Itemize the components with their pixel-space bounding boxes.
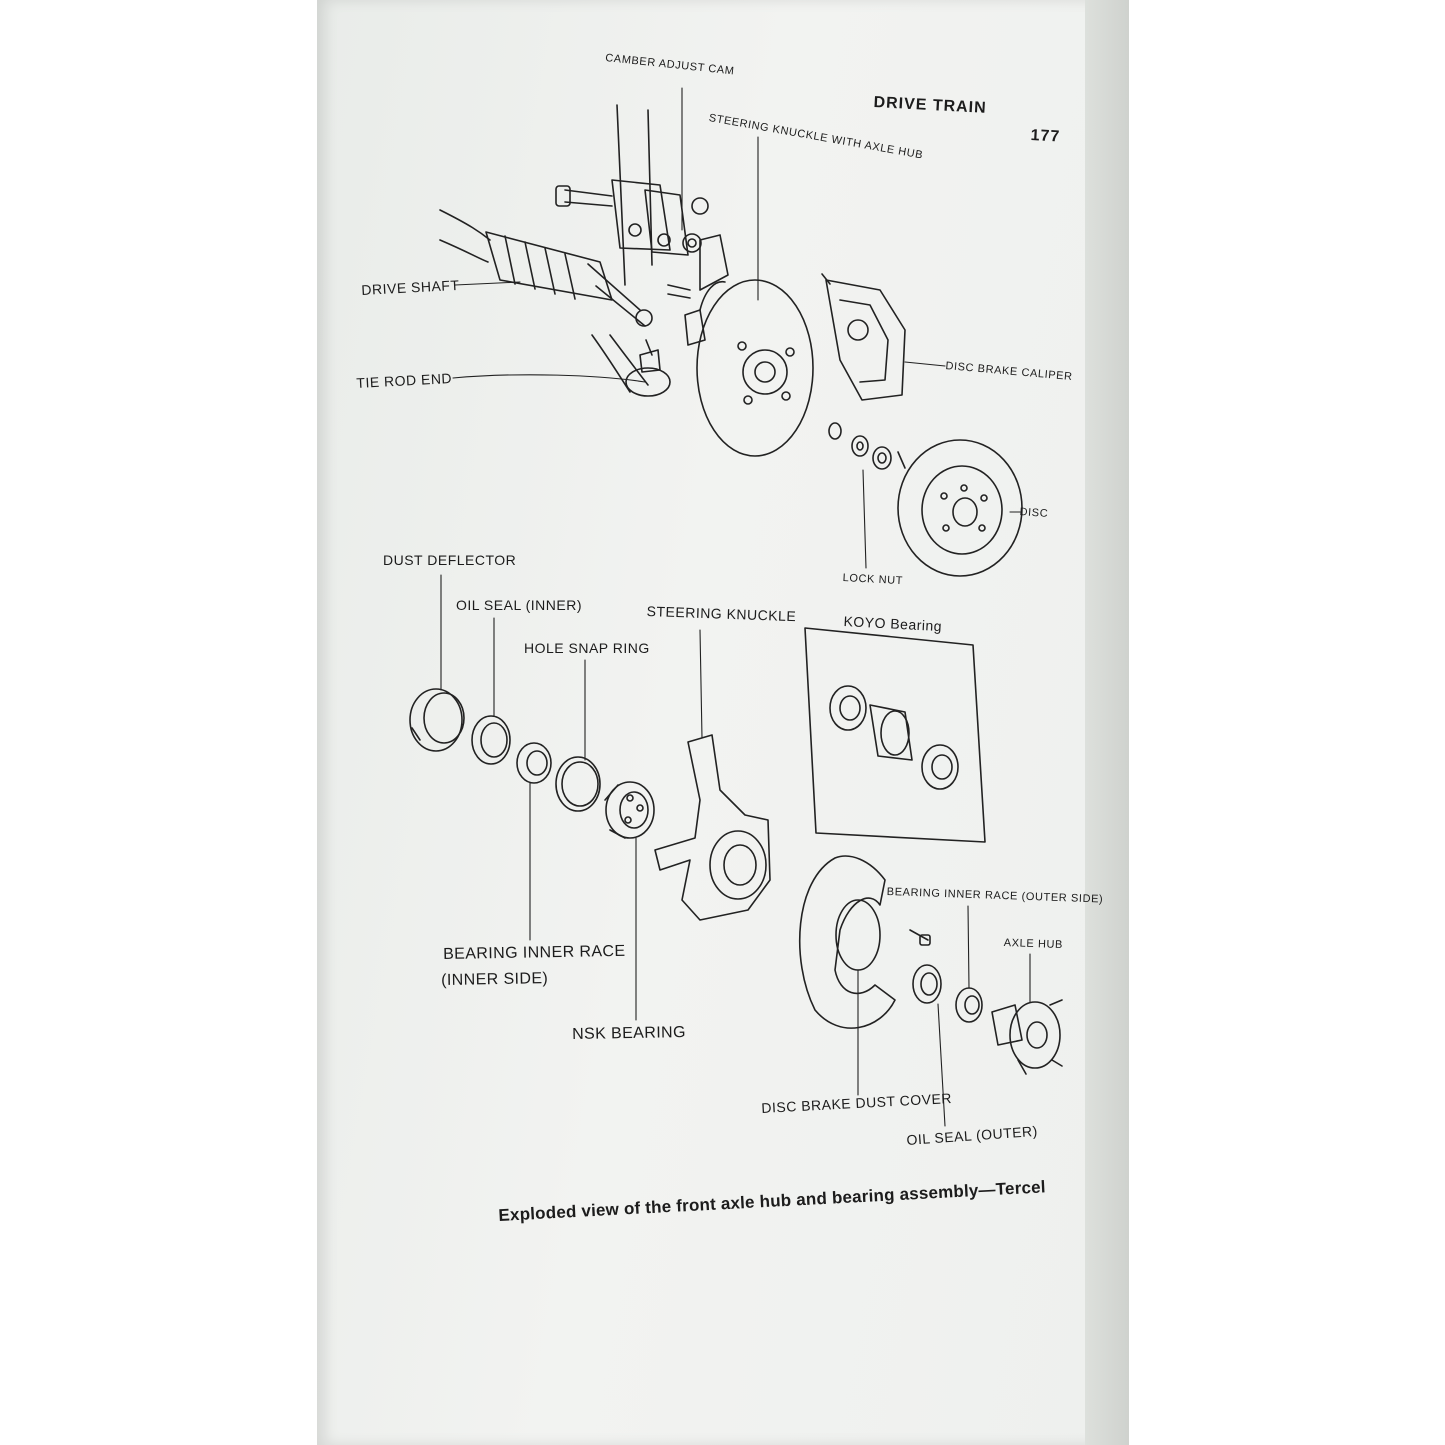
strut-rods xyxy=(617,105,652,285)
label-bearing-inner-race-inner-line1: BEARING INNER RACE xyxy=(443,942,626,963)
steering-knuckle-upper-drawing xyxy=(668,235,813,456)
upper-leader-lines xyxy=(453,88,1020,568)
bearing-inner-race-inner-drawing xyxy=(517,743,551,783)
bearing-inner-race-outer-drawing xyxy=(956,988,982,1022)
washer-lock-nut-drawing xyxy=(829,423,905,469)
brake-disc-drawing xyxy=(898,440,1022,576)
label-disc: DISC xyxy=(1019,506,1049,520)
label-nsk-bearing: NSK BEARING xyxy=(572,1024,687,1043)
label-axle-hub: AXLE HUB xyxy=(1003,937,1064,952)
label-dust-deflector: DUST DEFLECTOR xyxy=(383,552,517,568)
steering-knuckle-lower-drawing xyxy=(655,735,770,920)
tie-rod-end-drawing xyxy=(592,335,670,396)
dust-deflector-drawing xyxy=(410,689,464,751)
lower-leader-lines xyxy=(441,575,1030,1126)
koyo-bearing-box xyxy=(805,628,985,842)
oil-seal-inner-drawing xyxy=(472,716,510,764)
page-number: 177 xyxy=(1030,127,1061,146)
drive-shaft-drawing xyxy=(440,210,652,326)
oil-seal-outer-drawing xyxy=(913,965,941,1003)
nsk-bearing-drawing xyxy=(605,782,654,838)
strut-bracket xyxy=(612,180,688,255)
label-oil-seal-inner: OIL SEAL (INNER) xyxy=(456,597,582,613)
koyo-bearing-drawing xyxy=(830,686,958,789)
label-bearing-inner-race-inner-line2: (INNER SIDE) xyxy=(441,970,549,989)
camber-adjust-cam-washers xyxy=(683,198,708,252)
upper-bolt xyxy=(556,186,612,206)
hole-snap-ring-drawing xyxy=(556,757,600,811)
disc-brake-dust-cover-drawing xyxy=(800,856,930,1028)
axle-hub-drawing xyxy=(992,1000,1062,1074)
label-hole-snap-ring: HOLE SNAP RING xyxy=(524,640,650,656)
disc-brake-caliper-drawing xyxy=(822,274,905,400)
book-page xyxy=(317,0,1129,1445)
page-edge xyxy=(1085,0,1129,1445)
